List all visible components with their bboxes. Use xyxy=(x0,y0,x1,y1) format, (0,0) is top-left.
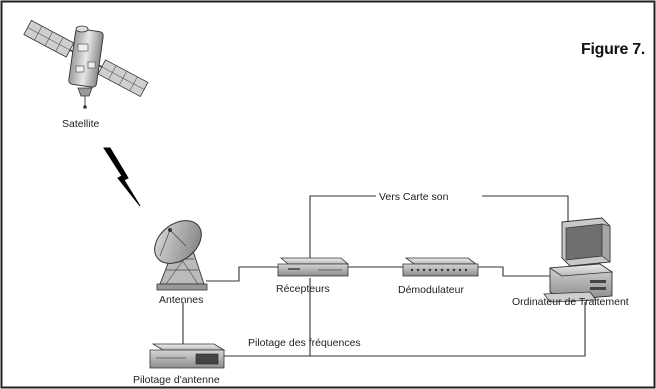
sound-card-link-label: Vers Carte son xyxy=(379,191,449,203)
computer-label: Ordinateur de Traitement xyxy=(512,296,629,308)
antenna-control-device-icon xyxy=(150,344,224,368)
receiver-label: Récepteurs xyxy=(276,283,330,295)
demodulator-label: Démodulateur xyxy=(398,284,464,296)
antenna-control-label: Pilotage d'antenne xyxy=(133,374,220,386)
frequency-control-link-label: Pilotage des fréquences xyxy=(248,337,361,349)
demodulator-device-icon xyxy=(403,258,478,276)
antenna-label: Antennes xyxy=(159,294,203,306)
satellite-label: Satellite xyxy=(62,118,100,130)
receiver-device-icon xyxy=(278,258,348,276)
figure-label: Figure 7. xyxy=(581,41,645,58)
